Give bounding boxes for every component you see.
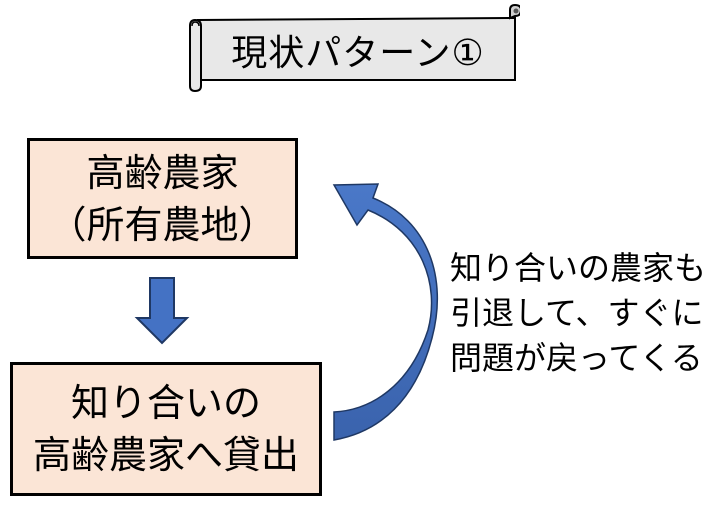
curved-return-arrow-icon — [332, 183, 439, 441]
page-title: 現状パターン① — [231, 33, 485, 74]
box-line: （所有農地） — [48, 202, 277, 247]
elderly-farmer-box: 高齢農家 （所有農地） — [27, 138, 298, 259]
banner-left-roll — [189, 18, 202, 93]
banner-right-roll-curl — [513, 8, 519, 14]
title-scroll-banner — [189, 3, 520, 93]
lend-to-acquaintance-box: 知り合いの 高齢農家へ貸出 — [10, 362, 322, 496]
down-arrow-icon — [134, 277, 190, 345]
note-line: 引退して、すぐに — [450, 294, 704, 332]
note-line: 知り合いの農家も — [450, 249, 707, 287]
return-note: 知り合いの農家も 引退して、すぐに 問題が戻ってくる — [450, 246, 706, 381]
note-line: 問題が戻ってくる — [450, 339, 703, 377]
box-line: 高齢農家 — [86, 150, 239, 195]
box-line: 知り合いの — [70, 381, 261, 425]
box-line: 高齢農家へ貸出 — [32, 433, 299, 477]
